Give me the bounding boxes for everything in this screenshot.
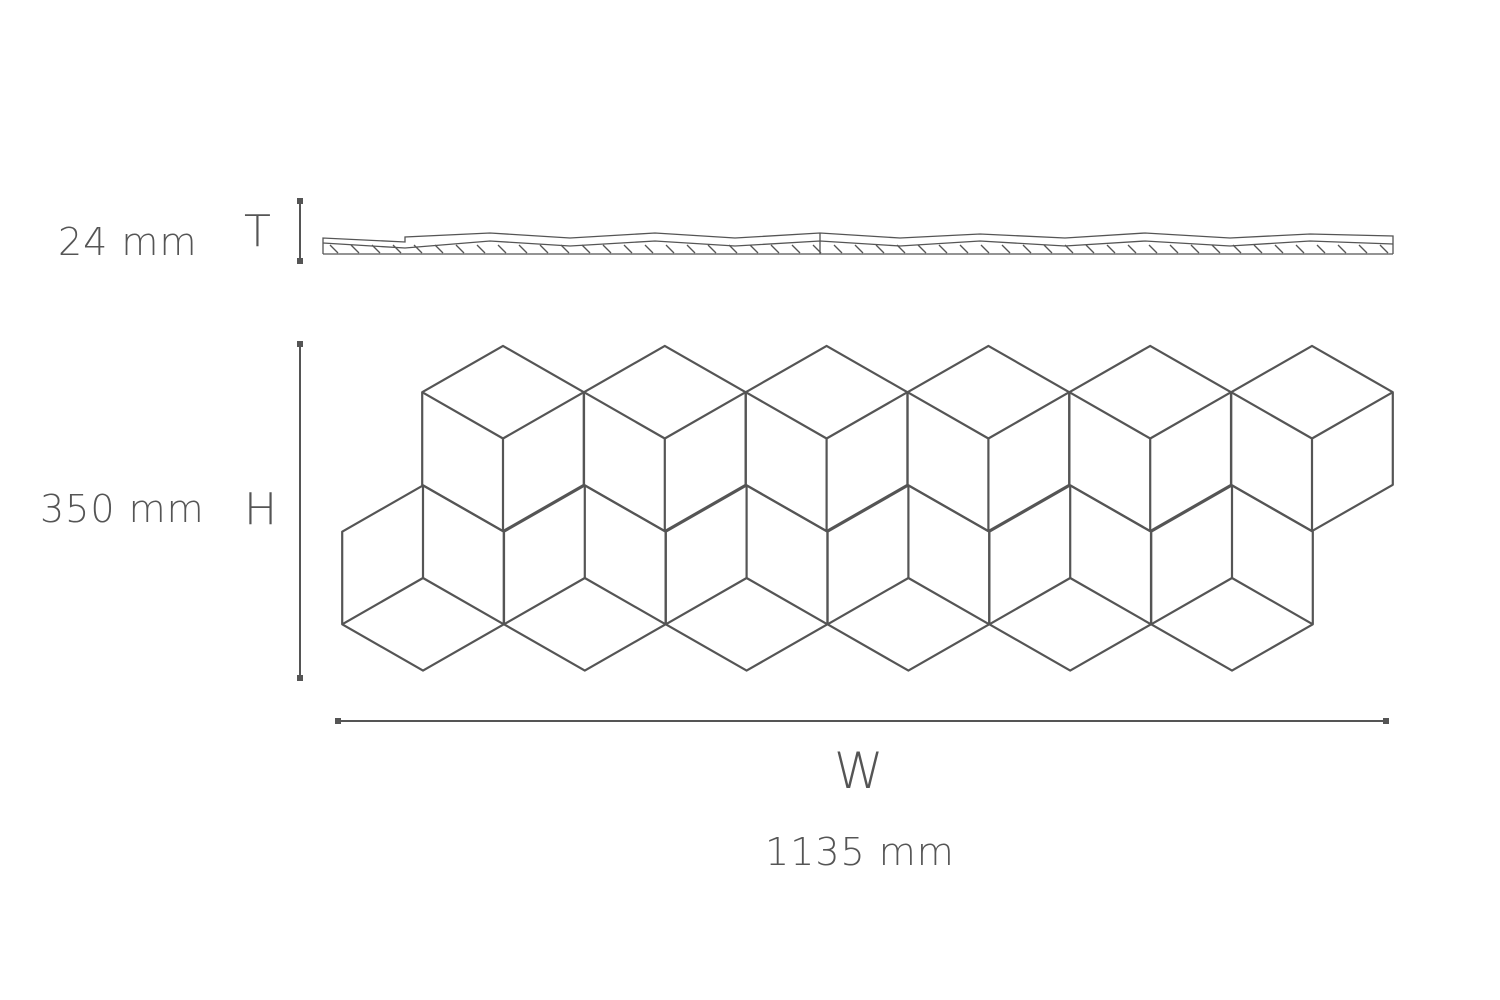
- cube-tile: [744, 344, 909, 533]
- profile-hatch: [854, 244, 864, 254]
- cube-edge: [907, 391, 1070, 440]
- profile-hatch: [707, 244, 717, 254]
- hexagon-outline: [1150, 484, 1314, 672]
- profile-hatch: [1190, 244, 1200, 254]
- width-dimension-end: [1383, 718, 1389, 724]
- profile-hatch: [917, 244, 927, 254]
- height-letter: H: [244, 484, 278, 535]
- cube-tile: [582, 344, 747, 533]
- profile-hatch: [686, 244, 696, 254]
- cube-tile: [664, 484, 829, 672]
- thickness-letter: T: [244, 206, 271, 257]
- profile-hatch: [1001, 244, 1011, 254]
- thickness-dimension-end: [297, 198, 303, 204]
- profile-hatch: [518, 244, 528, 254]
- profile-hatch: [1169, 244, 1179, 254]
- cube-tile: [341, 484, 505, 672]
- profile-hatch: [434, 244, 444, 254]
- profile-hatch: [1253, 244, 1263, 254]
- cube-tile: [906, 344, 1071, 533]
- profile-hatch: [1022, 244, 1032, 254]
- profile-hatch: [1232, 244, 1242, 254]
- width-letter: W: [834, 742, 884, 800]
- cube-tile: [988, 484, 1153, 672]
- cube-edge: [665, 576, 828, 626]
- profile-hatch: [833, 244, 843, 254]
- cube-edge: [341, 576, 505, 626]
- height-value: 350 mm: [40, 487, 205, 531]
- profile-hatch: [644, 244, 654, 254]
- thickness-value: 24 mm: [58, 220, 198, 264]
- cube-edge: [827, 576, 990, 626]
- thickness-dimension-end: [297, 258, 303, 264]
- profile-hatch: [560, 244, 570, 254]
- profile-hatch: [371, 244, 381, 254]
- profile-hatch: [1337, 244, 1347, 254]
- profile-hatch: [1379, 244, 1389, 254]
- profile-hatch: [791, 244, 801, 254]
- dimension-lines: [297, 198, 1389, 724]
- cube-edge: [1150, 576, 1314, 626]
- profile-hatch: [539, 244, 549, 254]
- side-profile: [322, 232, 1394, 255]
- profile-hatch: [959, 244, 969, 254]
- profile-hatch: [602, 244, 612, 254]
- width-value: 1135 mm: [765, 830, 955, 874]
- profile-hatch: [1106, 244, 1116, 254]
- profile-hatch: [1358, 244, 1368, 254]
- height-dimension-end: [297, 341, 303, 347]
- profile-hatch: [392, 244, 402, 254]
- cube-tile: [1230, 344, 1394, 533]
- cube-edge: [1068, 391, 1232, 440]
- profile-hatch: [812, 244, 822, 254]
- profile-hatch: [980, 244, 990, 254]
- profile-hatch: [749, 244, 759, 254]
- profile-hatch: [1148, 244, 1158, 254]
- profile-hatch: [1064, 244, 1074, 254]
- cube-tile: [826, 484, 991, 672]
- profile-hatch: [1043, 244, 1053, 254]
- profile-hatch: [581, 244, 591, 254]
- profile-hatch: [665, 244, 675, 254]
- profile-hatch: [1085, 244, 1095, 254]
- profile-hatch: [1127, 244, 1137, 254]
- cube-edge: [745, 391, 908, 440]
- cube-tile: [421, 344, 585, 533]
- profile-hatch: [476, 244, 486, 254]
- width-dimension-end: [335, 718, 341, 724]
- profile-hatch: [728, 244, 738, 254]
- profile-hatch: [497, 244, 507, 254]
- profile-hatch: [896, 244, 906, 254]
- profile-hatch: [938, 244, 948, 254]
- profile-hatch: [1211, 244, 1221, 254]
- cube-edge: [421, 391, 585, 440]
- profile-inner: [322, 240, 1394, 249]
- profile-hatch: [875, 244, 885, 254]
- cube-edge: [988, 576, 1152, 626]
- cube-tile: [1150, 484, 1314, 672]
- profile-hatch: [329, 244, 339, 254]
- cube-tile: [1068, 344, 1233, 533]
- cube-edge: [583, 391, 747, 440]
- profile-hatch: [623, 244, 633, 254]
- cube-edge: [1230, 391, 1394, 440]
- cube-tile: [502, 484, 667, 672]
- profile-hatch: [1274, 244, 1284, 254]
- hexagon-cube-pattern: [341, 344, 1394, 672]
- profile-hatch: [455, 244, 465, 254]
- cube-edge: [503, 576, 667, 626]
- profile-hatch: [350, 244, 360, 254]
- profile-hatch: [770, 244, 780, 254]
- profile-hatch: [413, 244, 423, 254]
- profile-hatch: [1316, 244, 1326, 254]
- height-dimension-end: [297, 675, 303, 681]
- profile-hatch: [1295, 244, 1305, 254]
